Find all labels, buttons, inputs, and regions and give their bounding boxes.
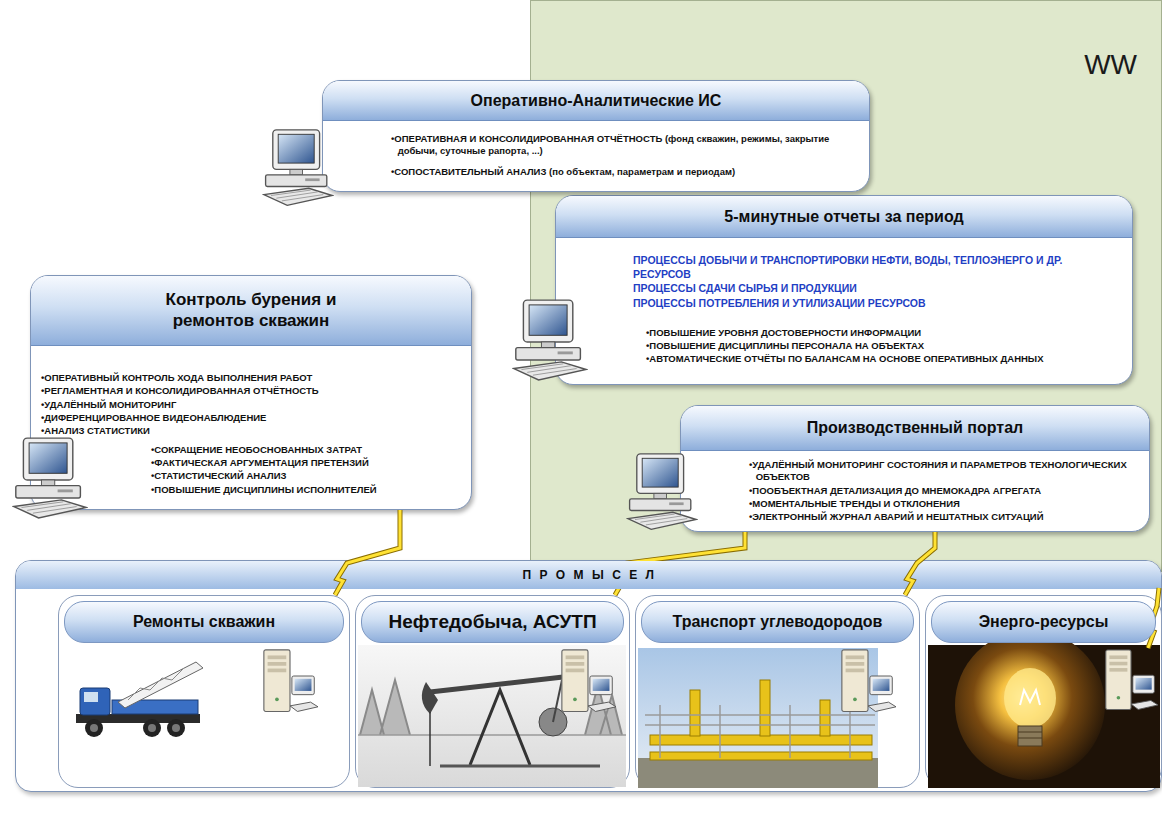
process-text: ПРОЦЕССЫ СДАЧИ СЫРЬЯ И ПРОДУКЦИИ: [633, 282, 1103, 296]
drilling-truck-part: [84, 692, 98, 702]
pumpjack-sketch-part: [422, 682, 438, 714]
bullet-text: •ПОВЫШЕНИЕ ДИСЦИПЛИНЫ ИСПОЛНИТЕЛЕЙ: [151, 484, 461, 496]
card-heading: Оперативно-Аналитические ИС: [323, 81, 869, 121]
drilling-truck-part: [85, 719, 103, 737]
light-bulb-photo-part: [955, 630, 1105, 780]
drilling-truck-part: [148, 724, 156, 732]
field-heading: Энерго-ресурсы: [931, 601, 1156, 643]
bullet-text: •РЕГЛАМЕНТНАЯ И КОНСОЛИДИРОВАННАЯ ОТЧЁТН…: [41, 385, 461, 397]
drilling-truck-part: [167, 719, 185, 737]
pumpjack-sketch-part: [440, 765, 600, 768]
process-text: ПРОЦЕССЫ ДОБЫЧИ И ТРАНСПОРТИРОВКИ НЕФТИ,…: [633, 254, 1103, 281]
field-heading: Транспорт углеводородов: [641, 601, 914, 643]
bullet-text: •СОПОСТАВИТЕЛЬНЫЙ АНАЛИЗ (по объектам, п…: [391, 166, 841, 178]
pipeline-photo-part: [638, 758, 878, 788]
bullet-text: •СОКРАЩЕНИЕ НЕОБОСНОВАННЫХ ЗАТРАТ: [151, 444, 461, 456]
card-heading: Контроль бурения и ремонтов скважин: [31, 276, 471, 346]
watermark-text: WW: [531, 49, 1137, 81]
pipeline-photo-part: [690, 690, 700, 736]
bullet-text: •ОПЕРАТИВНАЯ И КОНСОЛИДИРОВАННАЯ ОТЧЁТНО…: [391, 133, 841, 158]
pumpjack-sketch-part: [358, 734, 626, 736]
bullet-text: •УДАЛЁННЫЙ МОНИТОРИНГ: [41, 399, 461, 411]
pipeline-photo-part: [760, 680, 770, 736]
bullet-text: •СТАТИСТИЧЕСКИЙ АНАЛИЗ: [151, 470, 461, 482]
bullet-text: •МОМЕНТАЛЬНЫЕ ТРЕНДЫ И ОТКЛОНЕНИЯ: [749, 498, 1129, 510]
card-heading: Производственный портал: [681, 406, 1149, 451]
server-icons-part: [562, 650, 616, 712]
drilling-truck-part: [172, 724, 180, 732]
server-icons: [264, 650, 1158, 712]
field-heading: Ремонты скважин: [64, 601, 344, 643]
info-card: Производственный портал •УДАЛЁННЫЙ МОНИТО…: [680, 405, 1150, 532]
light-bulb-photo-part: [1020, 690, 1040, 705]
card-heading: 5-минутные отчеты за период: [556, 196, 1132, 238]
info-card: Контроль бурения и ремонтов скважин •ОПЕР…: [30, 275, 472, 510]
drilling-truck-part: [90, 724, 98, 732]
bullet-text: •ОПЕРАТИВНЫЙ КОНТРОЛЬ ХОДА ВЫПОЛНЕНИЯ РА…: [41, 372, 461, 384]
server-icons-part: [1106, 650, 1158, 709]
bullet-text: •ДИФЕРЕНЦИРОВАННОЕ ВИДЕОНАБЛЮДЕНИЕ: [41, 412, 461, 424]
bullet-text: •ПОВЫШЕНИЕ ДИСЦИПЛИНЫ ПЕРСОНАЛА НА ОБЪЕК…: [646, 340, 1106, 352]
pumpjack-sketch-part: [430, 676, 572, 692]
drilling-truck-part: [143, 719, 161, 737]
pumpjack-sketch-part: [429, 712, 431, 766]
bullet-text: •УДАЛЁННЫЙ МОНИТОРИНГ СОСТОЯНИЯ И ПАРАМЕ…: [749, 459, 1129, 484]
pipeline-photo-part: [820, 700, 830, 736]
drilling-truck-part: [80, 688, 110, 715]
info-card: Оперативно-Аналитические ИС •ОПЕРАТИВНАЯ …: [322, 80, 870, 192]
field-heading: Нефтедобыча, АСУТП: [361, 601, 624, 643]
bullet-text: •АНАЛИЗ СТАТИСТИКИ: [41, 425, 461, 437]
info-card: 5-минутные отчеты за периодПРОЦЕССЫ ДОБЫ…: [555, 195, 1133, 385]
bullet-text: •АВТОМАТИЧЕСКИЕ ОТЧЁТЫ ПО БАЛАНСАМ НА ОС…: [646, 353, 1106, 365]
pumpjack-sketch: [358, 645, 626, 787]
bullet-text: •ФАКТИЧЕСКАЯ АРГУМЕНТАЦИЯ ПРЕТЕНЗИЙ: [151, 457, 461, 469]
pumpjack-sketch-part: [358, 645, 626, 787]
light-bulb-photo-part: [1004, 668, 1056, 728]
process-text: ПРОЦЕССЫ ПОТРЕБЛЕНИЯ И УТИЛИЗАЦИИ РЕСУРС…: [633, 297, 1103, 311]
light-bulb-photo-part: [1018, 726, 1042, 746]
pipeline-photo-part: [650, 752, 872, 760]
pipeline-photo-part: [645, 705, 875, 758]
bullet-text: •ПОВЫШЕНИЕ УРОВНЯ ДОСТОВЕРНОСТИ ИНФОРМАЦ…: [646, 327, 1106, 339]
pumpjack-sketch-part: [553, 680, 562, 722]
bullet-text: •ПООБЪЕКТНАЯ ДЕТАЛИЗАЦИЯ ДО МНЕМОКАДРА А…: [749, 485, 1129, 497]
band-title: ПРОМЫСЕЛ: [507, 561, 671, 589]
light-bulb-photo: [928, 630, 1160, 788]
bullet-text: •ЭЛЕКТРОННЫЙ ЖУРНАЛ АВАРИЙ И НЕШТАТНЫХ С…: [749, 511, 1129, 523]
light-bulb-photo-part: [1018, 732, 1042, 738]
pumpjack-sketch-part: [470, 690, 530, 765]
